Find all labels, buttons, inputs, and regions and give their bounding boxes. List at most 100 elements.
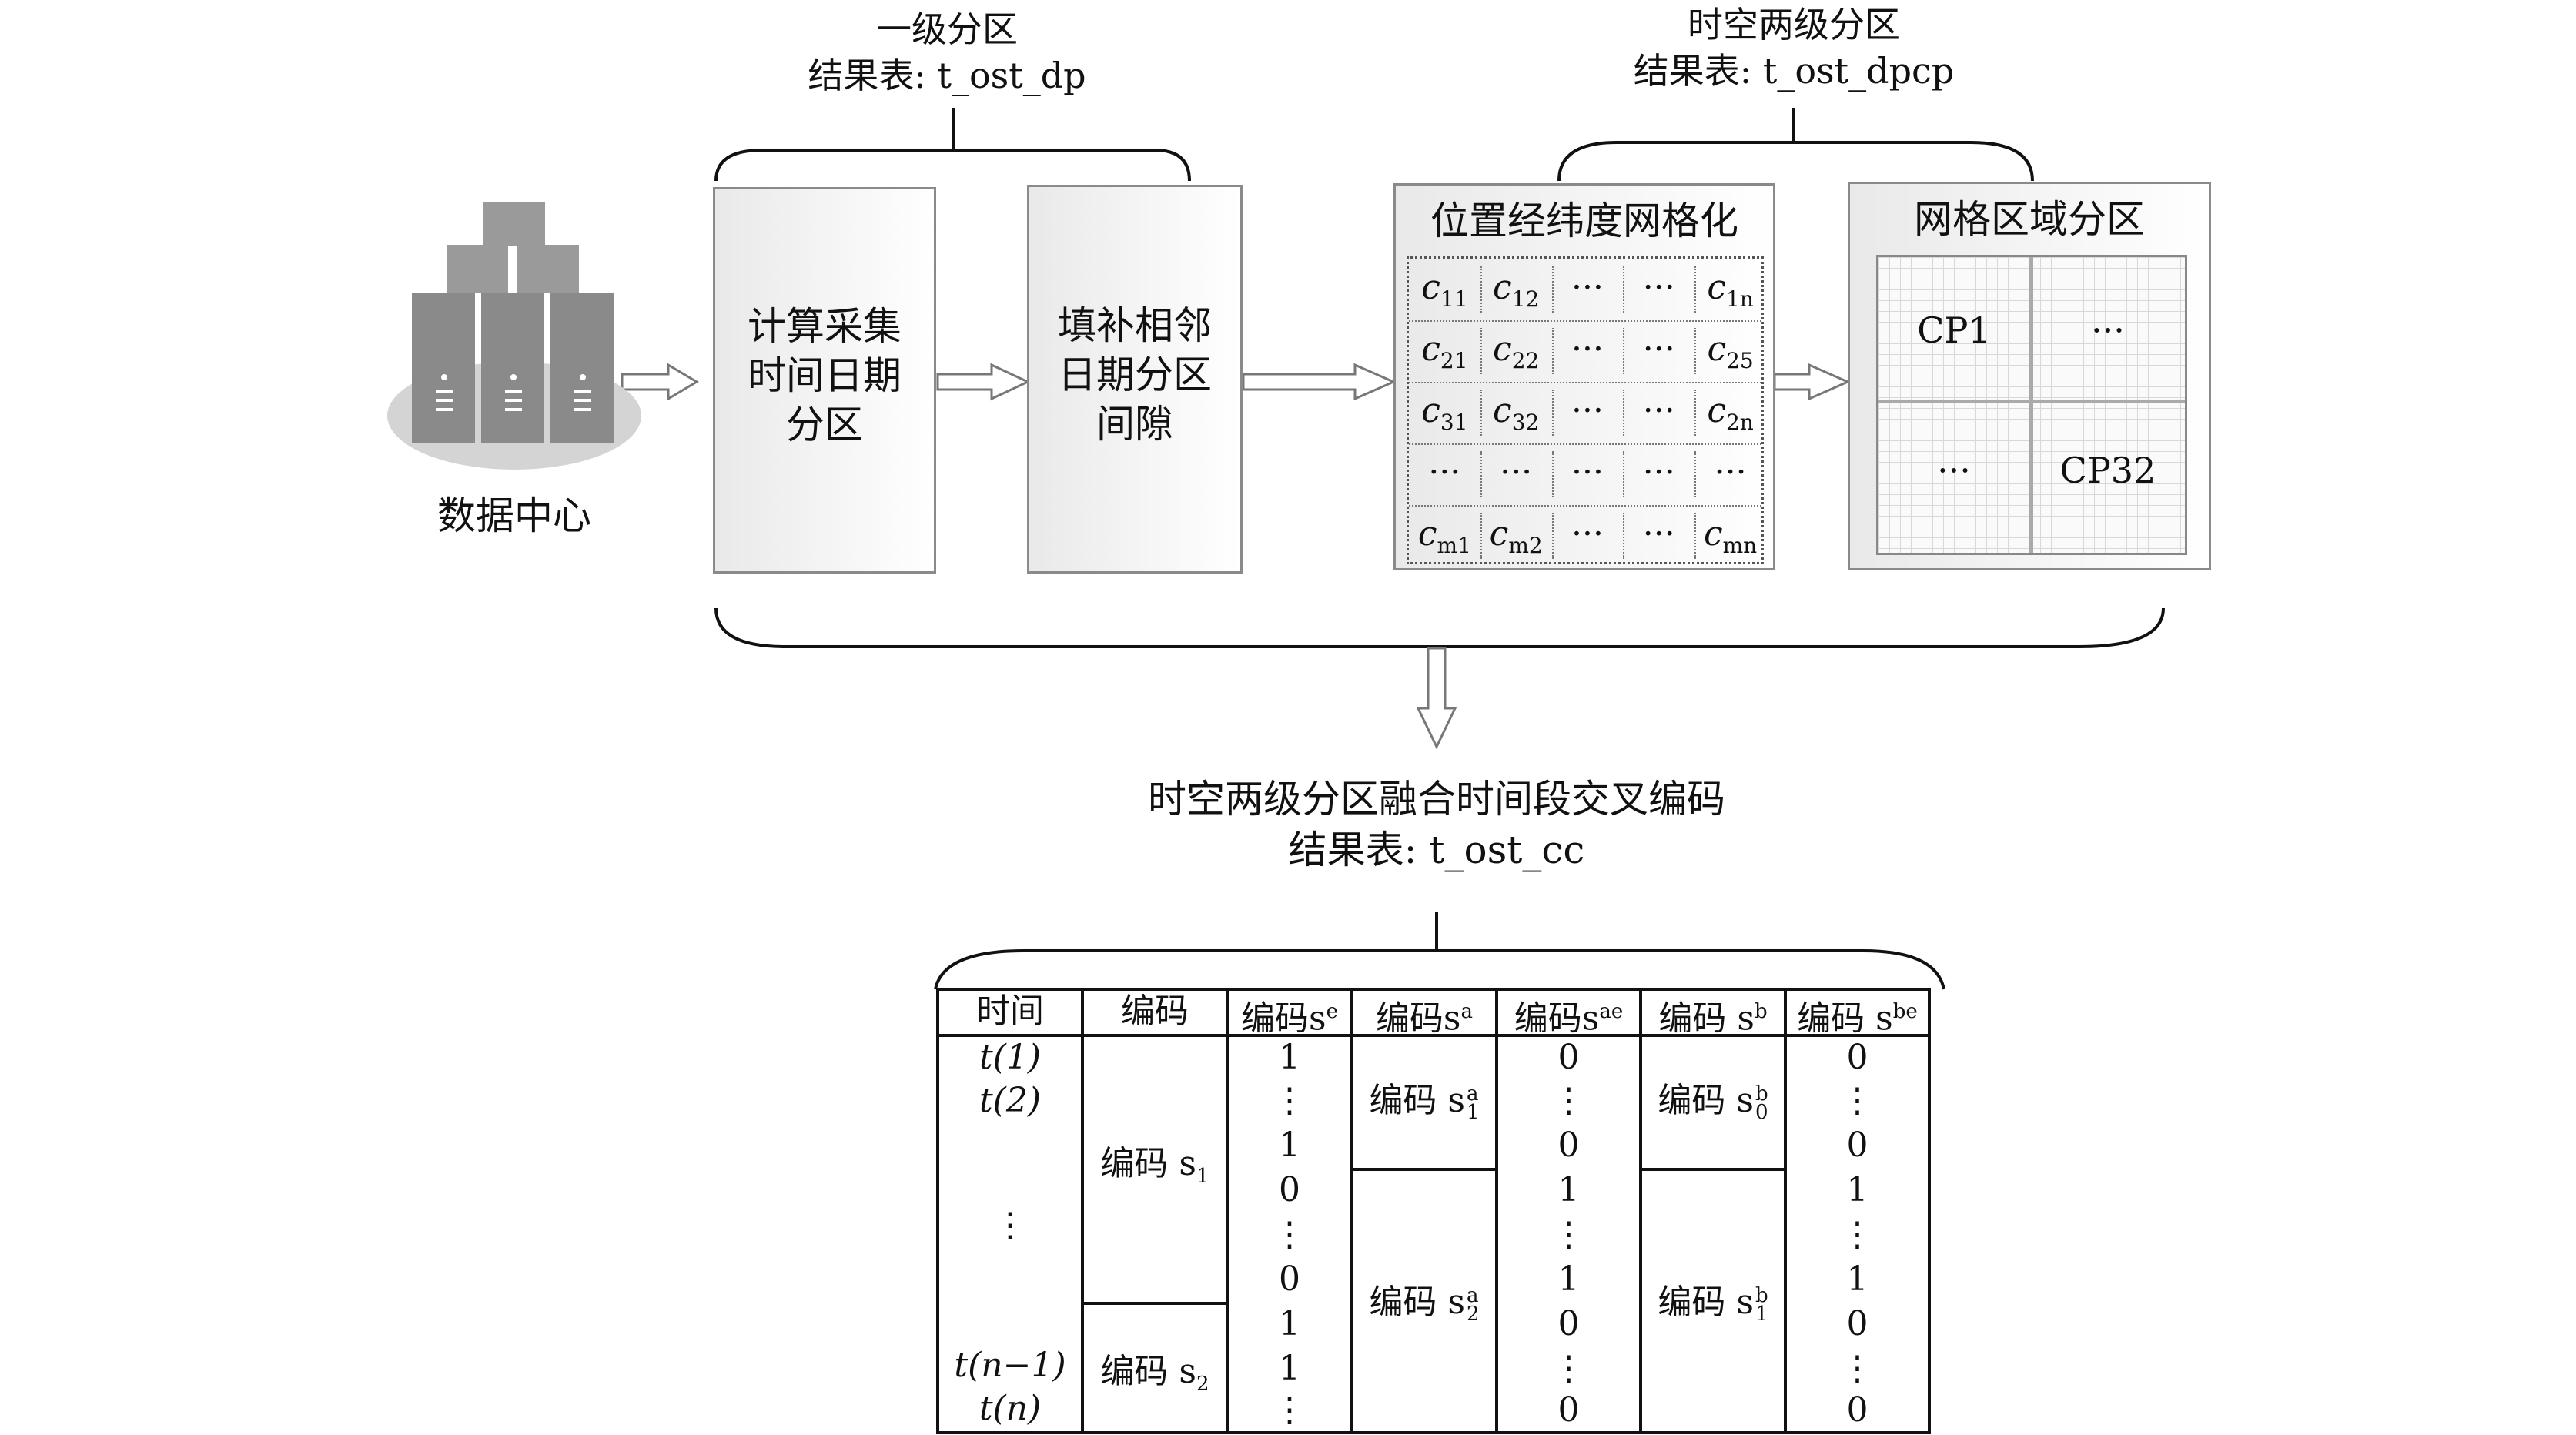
se-cell-0: 1 [1279, 1038, 1300, 1077]
box3-title: 位置经纬度网格化 [1430, 199, 1738, 243]
arrow-2 [936, 363, 1031, 401]
grid-cell-1-0: c21 [1409, 328, 1482, 374]
box-grid-region-partition: 网格区域分区 CP1 ··· ··· CP32 [1848, 182, 2211, 570]
time-cell-3: t(n−1) [954, 1346, 1066, 1385]
sbe-cell-3: 1 [1846, 1170, 1868, 1209]
sae-cell-8: 0 [1557, 1390, 1580, 1430]
stage1-result: 结果表: t_ost_dp [808, 55, 1086, 96]
box1-line-1: 计算采集 [748, 304, 902, 349]
code-cell-0: 编码 s1 [1100, 1144, 1209, 1188]
sae-cell-3: 1 [1557, 1170, 1580, 1209]
brace-stage1 [714, 149, 1191, 182]
brace-stage2 [1557, 141, 2034, 182]
arrow-1 [621, 363, 699, 401]
table-lines [936, 988, 1931, 1434]
sae-cell-6: 0 [1557, 1304, 1580, 1343]
time-cell-2: ⋮ [993, 1206, 1027, 1245]
sbe-cell-6: 0 [1846, 1304, 1868, 1343]
sbe-cell-5: 1 [1846, 1259, 1868, 1299]
sae-cell-4: ⋮ [1551, 1215, 1586, 1254]
grid-cell-0-2: ··· [1552, 266, 1625, 313]
grid-cell-4-2: ··· [1552, 513, 1625, 559]
box2-line-2: 日期分区 [1058, 353, 1212, 397]
se-cell-8: ⋮ [1273, 1390, 1306, 1430]
box1-line-2: 时间日期 [748, 353, 902, 398]
grid-cell-2-3: ··· [1623, 390, 1697, 436]
arrow-3 [1242, 363, 1397, 401]
region-ellipsis-1: ··· [2091, 309, 2125, 351]
stage2-result: 结果表: t_ost_dpcp [1633, 50, 1955, 92]
box2-line-3: 间隙 [1096, 402, 1173, 447]
time-cell-1: t(2) [979, 1081, 1041, 1120]
se-cell-2: 1 [1279, 1126, 1300, 1165]
grid-cell-2-2: ··· [1552, 390, 1625, 436]
grid-cell-0-3: ··· [1623, 266, 1697, 313]
grid-cell-2-4: c2n [1707, 391, 1754, 435]
sbe-cell-2: 0 [1846, 1126, 1868, 1165]
grid-cell-1-2: ··· [1552, 328, 1625, 374]
sbe-cell-7: ⋮ [1840, 1349, 1875, 1388]
sae-cell-2: 0 [1557, 1126, 1580, 1165]
table-header-5: 编码 sb [1658, 998, 1768, 1039]
region-cp1: CP1 [1917, 309, 1991, 351]
arrow-4 [1773, 363, 1851, 401]
table-header-4: 编码sae [1514, 998, 1624, 1039]
table-header-6: 编码 sbe [1797, 998, 1918, 1039]
se-cell-6: 1 [1279, 1304, 1300, 1343]
datacenter-icon [387, 202, 641, 470]
grid-cell-1-4: c25 [1707, 329, 1754, 373]
grid-cell-1-3: ··· [1623, 328, 1697, 374]
time-cell-0: t(1) [979, 1038, 1041, 1077]
grid-cell-3-0: ··· [1409, 451, 1482, 497]
sbe-cell-4: ⋮ [1840, 1215, 1875, 1254]
region-grid: CP1 ··· ··· CP32 [1876, 255, 2187, 555]
grid-cell-4-1: cm2 [1480, 513, 1554, 559]
stage2-title: 时空两级分区 [1688, 4, 1900, 45]
box2-line-1: 填补相邻 [1058, 303, 1212, 348]
box-fill-date-gap: 填补相邻 日期分区 间隙 [1027, 185, 1243, 574]
grid-cell-3-1: ··· [1480, 451, 1554, 497]
grid-cell-0-4: c1n [1707, 268, 1754, 312]
grid-cell-4-0: cm1 [1409, 513, 1482, 559]
grid-cell-0-1: c12 [1480, 266, 1554, 313]
grid-cell-2-1: c32 [1480, 390, 1554, 436]
table-header-0: 时间 [976, 992, 1044, 1031]
grid-cell-3-4: ··· [1714, 453, 1747, 492]
stage3-title: 时空两级分区融合时间段交叉编码 [1148, 777, 1725, 821]
grid-cell-1-1: c22 [1480, 328, 1554, 374]
region-ellipsis-2: ··· [1937, 450, 1971, 491]
brace-combine [714, 607, 2165, 648]
sbe-cell-0: 0 [1846, 1038, 1868, 1077]
grid-cell-4-4: cmn [1703, 514, 1758, 558]
box1-line-3: 分区 [786, 403, 863, 447]
datacenter-label: 数据中心 [437, 493, 591, 538]
sae-cell-1: ⋮ [1551, 1081, 1586, 1120]
arrow-down [1416, 647, 1457, 750]
grid-cell-2-0: c31 [1409, 390, 1482, 436]
box4-title: 网格区域分区 [1914, 197, 2145, 242]
time-cell-4: t(n) [979, 1389, 1042, 1428]
sbe-cell-8: 0 [1846, 1390, 1868, 1430]
se-cell-1: ⋮ [1273, 1081, 1306, 1120]
brace-table [934, 949, 1945, 990]
se-cell-5: 0 [1279, 1259, 1300, 1299]
code-cell-1: 编码 s2 [1100, 1352, 1209, 1396]
grid-cell-4-3: ··· [1623, 513, 1697, 559]
sae-cell-0: 0 [1557, 1038, 1580, 1077]
stage3-result: 结果表: t_ost_cc [1288, 828, 1585, 872]
se-cell-7: 1 [1279, 1349, 1300, 1388]
grid-cell-3-3: ··· [1623, 451, 1697, 497]
sae-cell-7: ⋮ [1551, 1349, 1586, 1388]
se-cell-4: ⋮ [1273, 1215, 1306, 1254]
table-header-2: 编码se [1241, 998, 1338, 1039]
grid-cell-3-2: ··· [1552, 451, 1625, 497]
stage1-title: 一级分区 [876, 8, 1018, 50]
